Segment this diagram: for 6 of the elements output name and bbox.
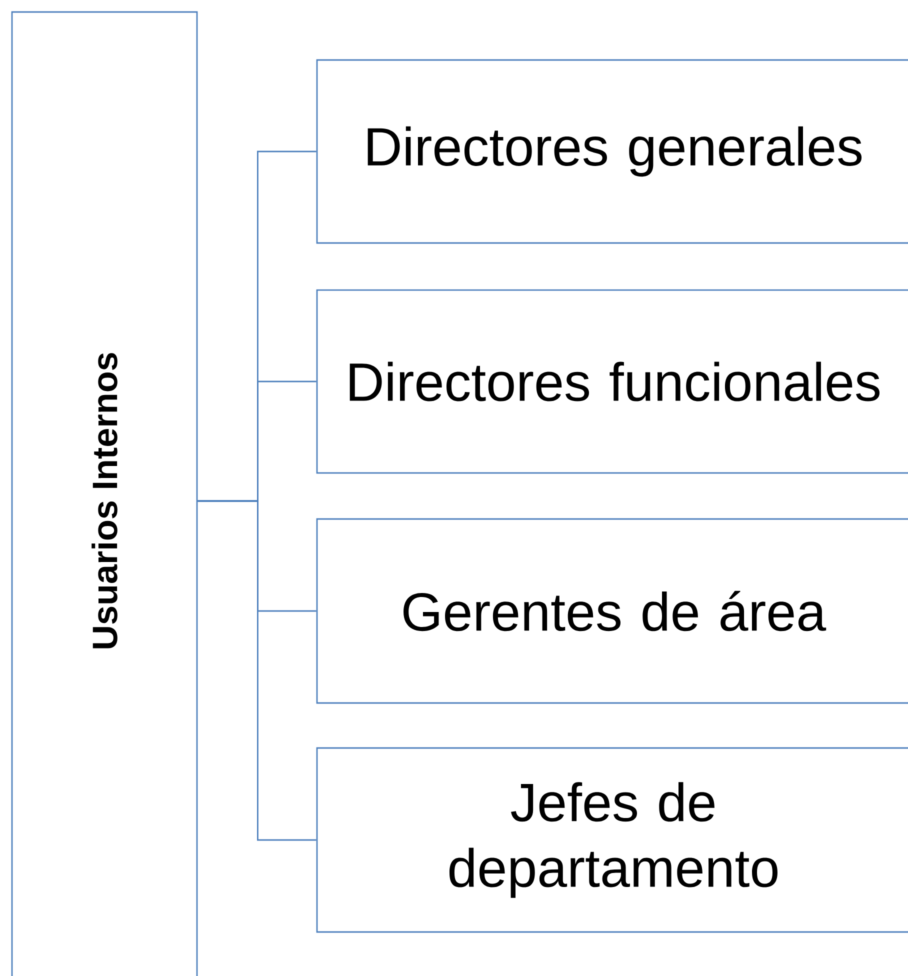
- role-box: Directores funcionales: [316, 289, 908, 474]
- role-box: Gerentes de área: [316, 518, 908, 704]
- role-box: Directores generales: [316, 59, 908, 244]
- role-box: Jefes de departamento: [316, 747, 908, 933]
- category-box: Usuarios Internos: [11, 11, 198, 976]
- connector-line: [198, 500, 316, 841]
